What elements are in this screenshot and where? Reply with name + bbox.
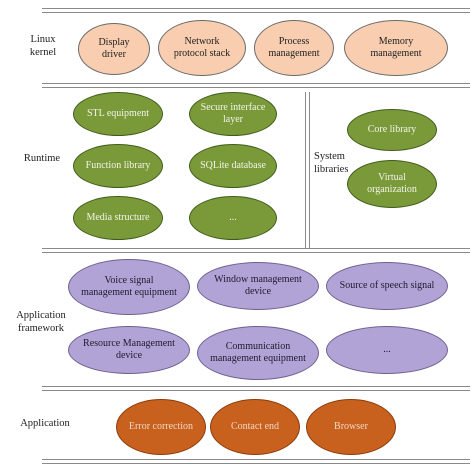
framework-node-ellipsis: ... bbox=[326, 326, 448, 374]
layer-label-application: Application bbox=[20, 418, 70, 429]
layer-label-framework: Application framework bbox=[16, 310, 66, 334]
application-node-error-correction: Error correction bbox=[116, 399, 206, 455]
framework-node-source-of-speech-signal: Source of speech signal bbox=[326, 262, 448, 310]
runtime-node-secure-interface-layer: Secure interface layer bbox=[189, 92, 277, 136]
layer-label-system-libraries: System libraries bbox=[314, 151, 349, 175]
runtime-node-stl-equipment: STL equipment bbox=[73, 92, 163, 136]
runtime-node-ellipsis: ... bbox=[189, 196, 277, 240]
separator-top bbox=[42, 8, 470, 13]
separator-runtime-framework bbox=[42, 248, 470, 253]
kernel-node-process-management: Process management bbox=[254, 20, 334, 76]
runtime-node-media-structure: Media structure bbox=[73, 196, 163, 240]
application-node-contact-end: Contact end bbox=[210, 399, 300, 455]
separator-bottom bbox=[42, 459, 470, 464]
layer-label-runtime: Runtime bbox=[23, 153, 61, 164]
framework-node-window-management-device: Window management device bbox=[197, 262, 319, 310]
kernel-node-network-protocol-stack: Network protocol stack bbox=[158, 20, 246, 76]
framework-node-resource-management-device: Resource Management device bbox=[68, 326, 190, 374]
layer-label-kernel: Linux kernel bbox=[29, 34, 57, 58]
runtime-node-sqlite-database: SQLite database bbox=[189, 144, 277, 188]
kernel-node-display-driver: Display driver bbox=[78, 23, 150, 75]
framework-node-communication-management: Communication management equipment bbox=[197, 326, 319, 380]
separator-framework-application bbox=[42, 386, 470, 391]
application-node-browser: Browser bbox=[306, 399, 396, 455]
library-node-core-library: Core library bbox=[347, 109, 437, 151]
framework-node-voice-signal-management: Voice signal management equipment bbox=[68, 259, 190, 315]
kernel-node-memory-management: Memory management bbox=[344, 20, 448, 76]
runtime-node-function-library: Function library bbox=[73, 144, 163, 188]
separator-kernel-runtime bbox=[42, 83, 470, 88]
library-node-virtual-organization: Virtual organization bbox=[347, 160, 437, 208]
separator-runtime-libraries bbox=[305, 92, 310, 248]
